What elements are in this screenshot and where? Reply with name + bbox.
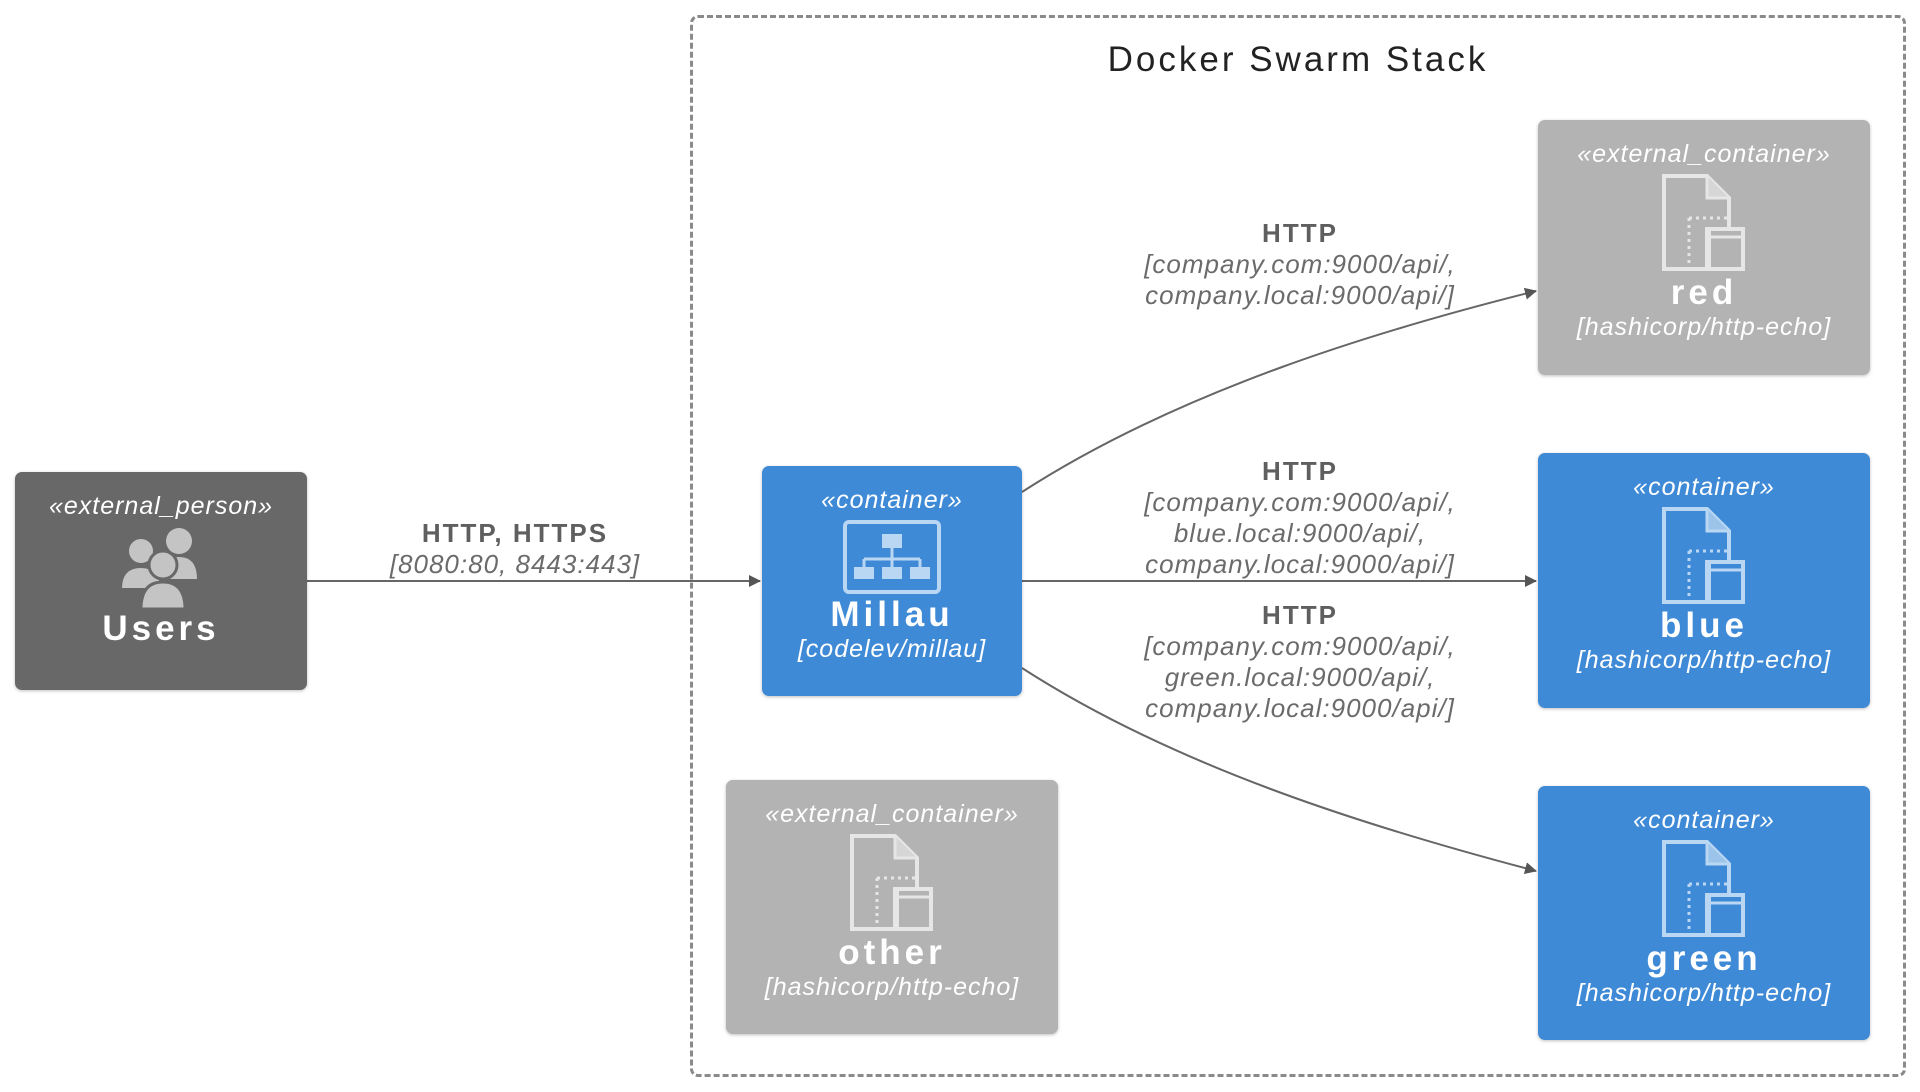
node-other[interactable]: «external_container» other [hashicorp/ht… [726,780,1058,1034]
node-name: Users [102,609,220,648]
node-technology: [hashicorp/http-echo] [764,973,1020,1001]
docker-swarm-boundary [690,15,1906,1077]
edge-description-line: company.local:9000/api/] [1145,549,1455,579]
node-name: red [1670,273,1738,312]
node-blue[interactable]: «container» blue [hashicorp/http-echo] [1538,453,1870,708]
node-millau[interactable]: «container» Millau [codelev/millau] [762,466,1022,696]
node-users[interactable]: «external_person» Users [15,472,307,690]
edge-description-line: [company.com:9000/api/, [1144,249,1456,279]
edge-description-line: company.local:9000/api/] [1145,280,1455,310]
node-stereotype: «container» [1633,806,1775,834]
node-stereotype: «external_container» [1577,140,1831,168]
node-stereotype: «external_person» [48,492,274,520]
node-red[interactable]: «external_container» red [hashicorp/http… [1538,120,1870,375]
edge-description-line: [company.com:9000/api/, [1144,487,1456,517]
edge-millau-green [1021,667,1537,875]
node-stereotype: «container» [1633,473,1775,501]
sitemap-icon [843,520,941,594]
document-container-icon [1662,507,1745,604]
document-container-icon [1662,174,1745,271]
node-technology: [codelev/millau] [797,635,987,663]
users-icon [119,528,197,609]
node-stereotype: «container» [821,486,963,514]
edge-description-line: green.local:9000/api/, [1164,662,1436,692]
edge-technology: HTTP [1262,456,1338,486]
node-technology: [hashicorp/http-echo] [1576,979,1832,1007]
node-name: Millau [830,595,954,634]
node-stereotype: «external_container» [765,800,1019,828]
edge-description-line: blue.local:9000/api/, [1173,518,1427,548]
node-technology: [hashicorp/http-echo] [1576,313,1832,341]
node-name: blue [1660,606,1748,645]
node-green[interactable]: «container» green [hashicorp/http-echo] [1538,786,1870,1040]
edge-technology: HTTP [1262,218,1338,248]
node-name: green [1646,939,1762,978]
edge-label-millau-red: HTTP [company.com:9000/api/, company.loc… [1100,218,1500,311]
edge-description-line: [company.com:9000/api/, [1144,631,1456,661]
edge-technology: HTTP, HTTPS [421,518,609,548]
node-technology: [hashicorp/http-echo] [1576,646,1832,674]
edge-technology: HTTP [1262,600,1338,630]
edge-description-line: company.local:9000/api/] [1145,693,1455,723]
boundary-title: Docker Swarm Stack [1107,40,1489,79]
document-container-icon [850,834,933,931]
node-name: other [838,933,946,972]
edge-label-millau-blue: HTTP [company.com:9000/api/, blue.local:… [1100,456,1500,580]
edge-millau-red [1021,287,1537,493]
edge-description-line: [8080:80, 8443:443] [389,549,641,579]
edge-label-millau-green: HTTP [company.com:9000/api/, green.local… [1100,600,1500,724]
document-container-icon [1662,840,1745,937]
edge-label-users-millau: HTTP, HTTPS [8080:80, 8443:443] [340,518,690,580]
